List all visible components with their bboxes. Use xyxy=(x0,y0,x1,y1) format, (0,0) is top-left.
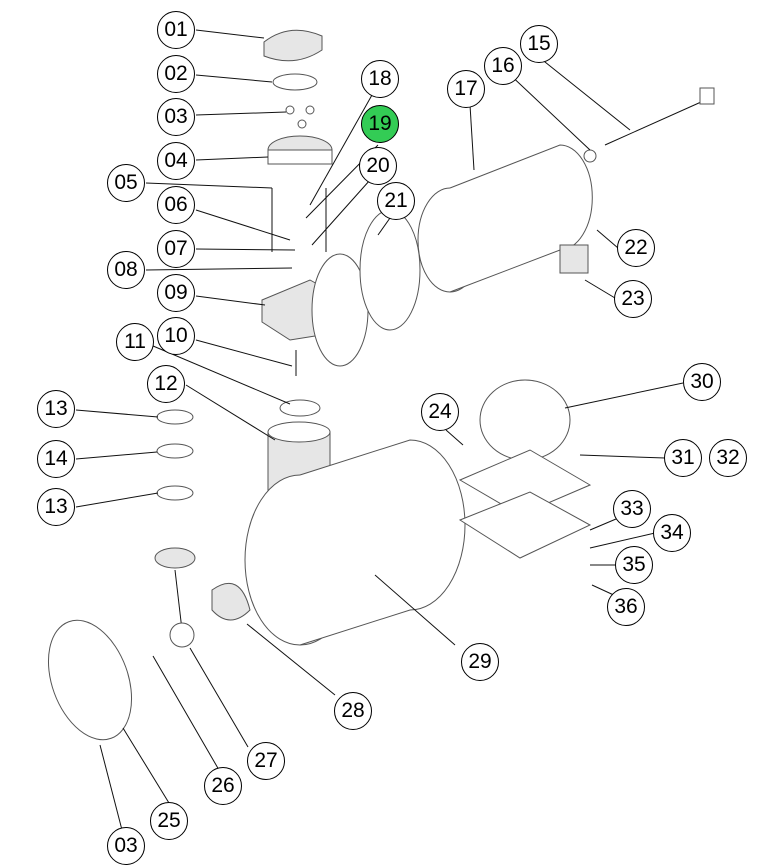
part-mount-band xyxy=(479,379,571,461)
callout-05[interactable]: 05 xyxy=(107,164,145,202)
part-pressure-switch xyxy=(559,244,589,274)
part-bearing xyxy=(169,622,195,648)
callout-23[interactable]: 23 xyxy=(614,280,652,318)
callout-16[interactable]: 16 xyxy=(484,47,522,85)
part-o-ring-21 xyxy=(359,209,421,331)
callout-25[interactable]: 25 xyxy=(150,802,188,840)
callout-03[interactable]: 03 xyxy=(157,98,195,136)
callout-28[interactable]: 28 xyxy=(334,692,372,730)
callout-11[interactable]: 11 xyxy=(116,323,154,361)
part-motor-body xyxy=(299,439,466,646)
part-gasket xyxy=(272,73,318,91)
callout-34[interactable]: 34 xyxy=(653,514,691,552)
part-conrod xyxy=(174,569,183,631)
callout-19-highlighted[interactable]: 19 xyxy=(361,105,399,143)
part-bolt-head xyxy=(699,87,715,105)
part-rubber-mount xyxy=(458,491,592,559)
callout-09[interactable]: 09 xyxy=(157,274,195,312)
callout-12[interactable]: 12 xyxy=(147,365,185,403)
callout-21[interactable]: 21 xyxy=(377,182,415,220)
part-washer-16 xyxy=(583,149,597,163)
part-ring xyxy=(156,485,194,501)
callout-02[interactable]: 02 xyxy=(157,55,195,93)
callout-13-upper[interactable]: 13 xyxy=(37,390,75,428)
callout-13-lower[interactable]: 13 xyxy=(37,488,75,526)
callout-10[interactable]: 10 xyxy=(157,317,195,355)
part-screw xyxy=(297,119,307,129)
part-counterweight xyxy=(211,582,251,621)
callout-07[interactable]: 07 xyxy=(157,230,195,268)
part-screw xyxy=(305,105,315,115)
part-valve-plate-body xyxy=(267,149,333,165)
part-cylinder-top xyxy=(267,421,331,443)
callout-01[interactable]: 01 xyxy=(157,11,195,49)
callout-36[interactable]: 36 xyxy=(607,588,645,626)
callout-17[interactable]: 17 xyxy=(447,70,485,108)
callout-04[interactable]: 04 xyxy=(157,142,195,180)
callout-35[interactable]: 35 xyxy=(615,546,653,584)
part-head-cap xyxy=(263,29,323,62)
callout-06[interactable]: 06 xyxy=(157,186,195,224)
callout-18[interactable]: 18 xyxy=(361,60,399,98)
part-piston xyxy=(154,547,196,569)
part-o-ring xyxy=(156,443,194,459)
callout-22[interactable]: 22 xyxy=(617,229,655,267)
callout-27[interactable]: 27 xyxy=(247,742,285,780)
callout-33[interactable]: 33 xyxy=(613,490,651,528)
callout-32[interactable]: 32 xyxy=(709,439,747,477)
callout-14[interactable]: 14 xyxy=(37,440,75,478)
part-long-bolt xyxy=(604,97,711,146)
part-screw xyxy=(285,105,295,115)
part-ring xyxy=(156,409,194,425)
callout-29[interactable]: 29 xyxy=(461,643,499,681)
part-end-cover xyxy=(47,619,133,741)
callout-03-cover-screw[interactable]: 03 xyxy=(107,827,145,865)
callout-26[interactable]: 26 xyxy=(204,767,242,805)
callout-08[interactable]: 08 xyxy=(107,251,145,289)
callout-20[interactable]: 20 xyxy=(359,147,397,185)
part-mount-base xyxy=(458,449,592,516)
callout-30[interactable]: 30 xyxy=(683,363,721,401)
callout-31[interactable]: 31 xyxy=(664,439,702,477)
callout-15[interactable]: 15 xyxy=(520,25,558,63)
callout-24[interactable]: 24 xyxy=(421,393,459,431)
